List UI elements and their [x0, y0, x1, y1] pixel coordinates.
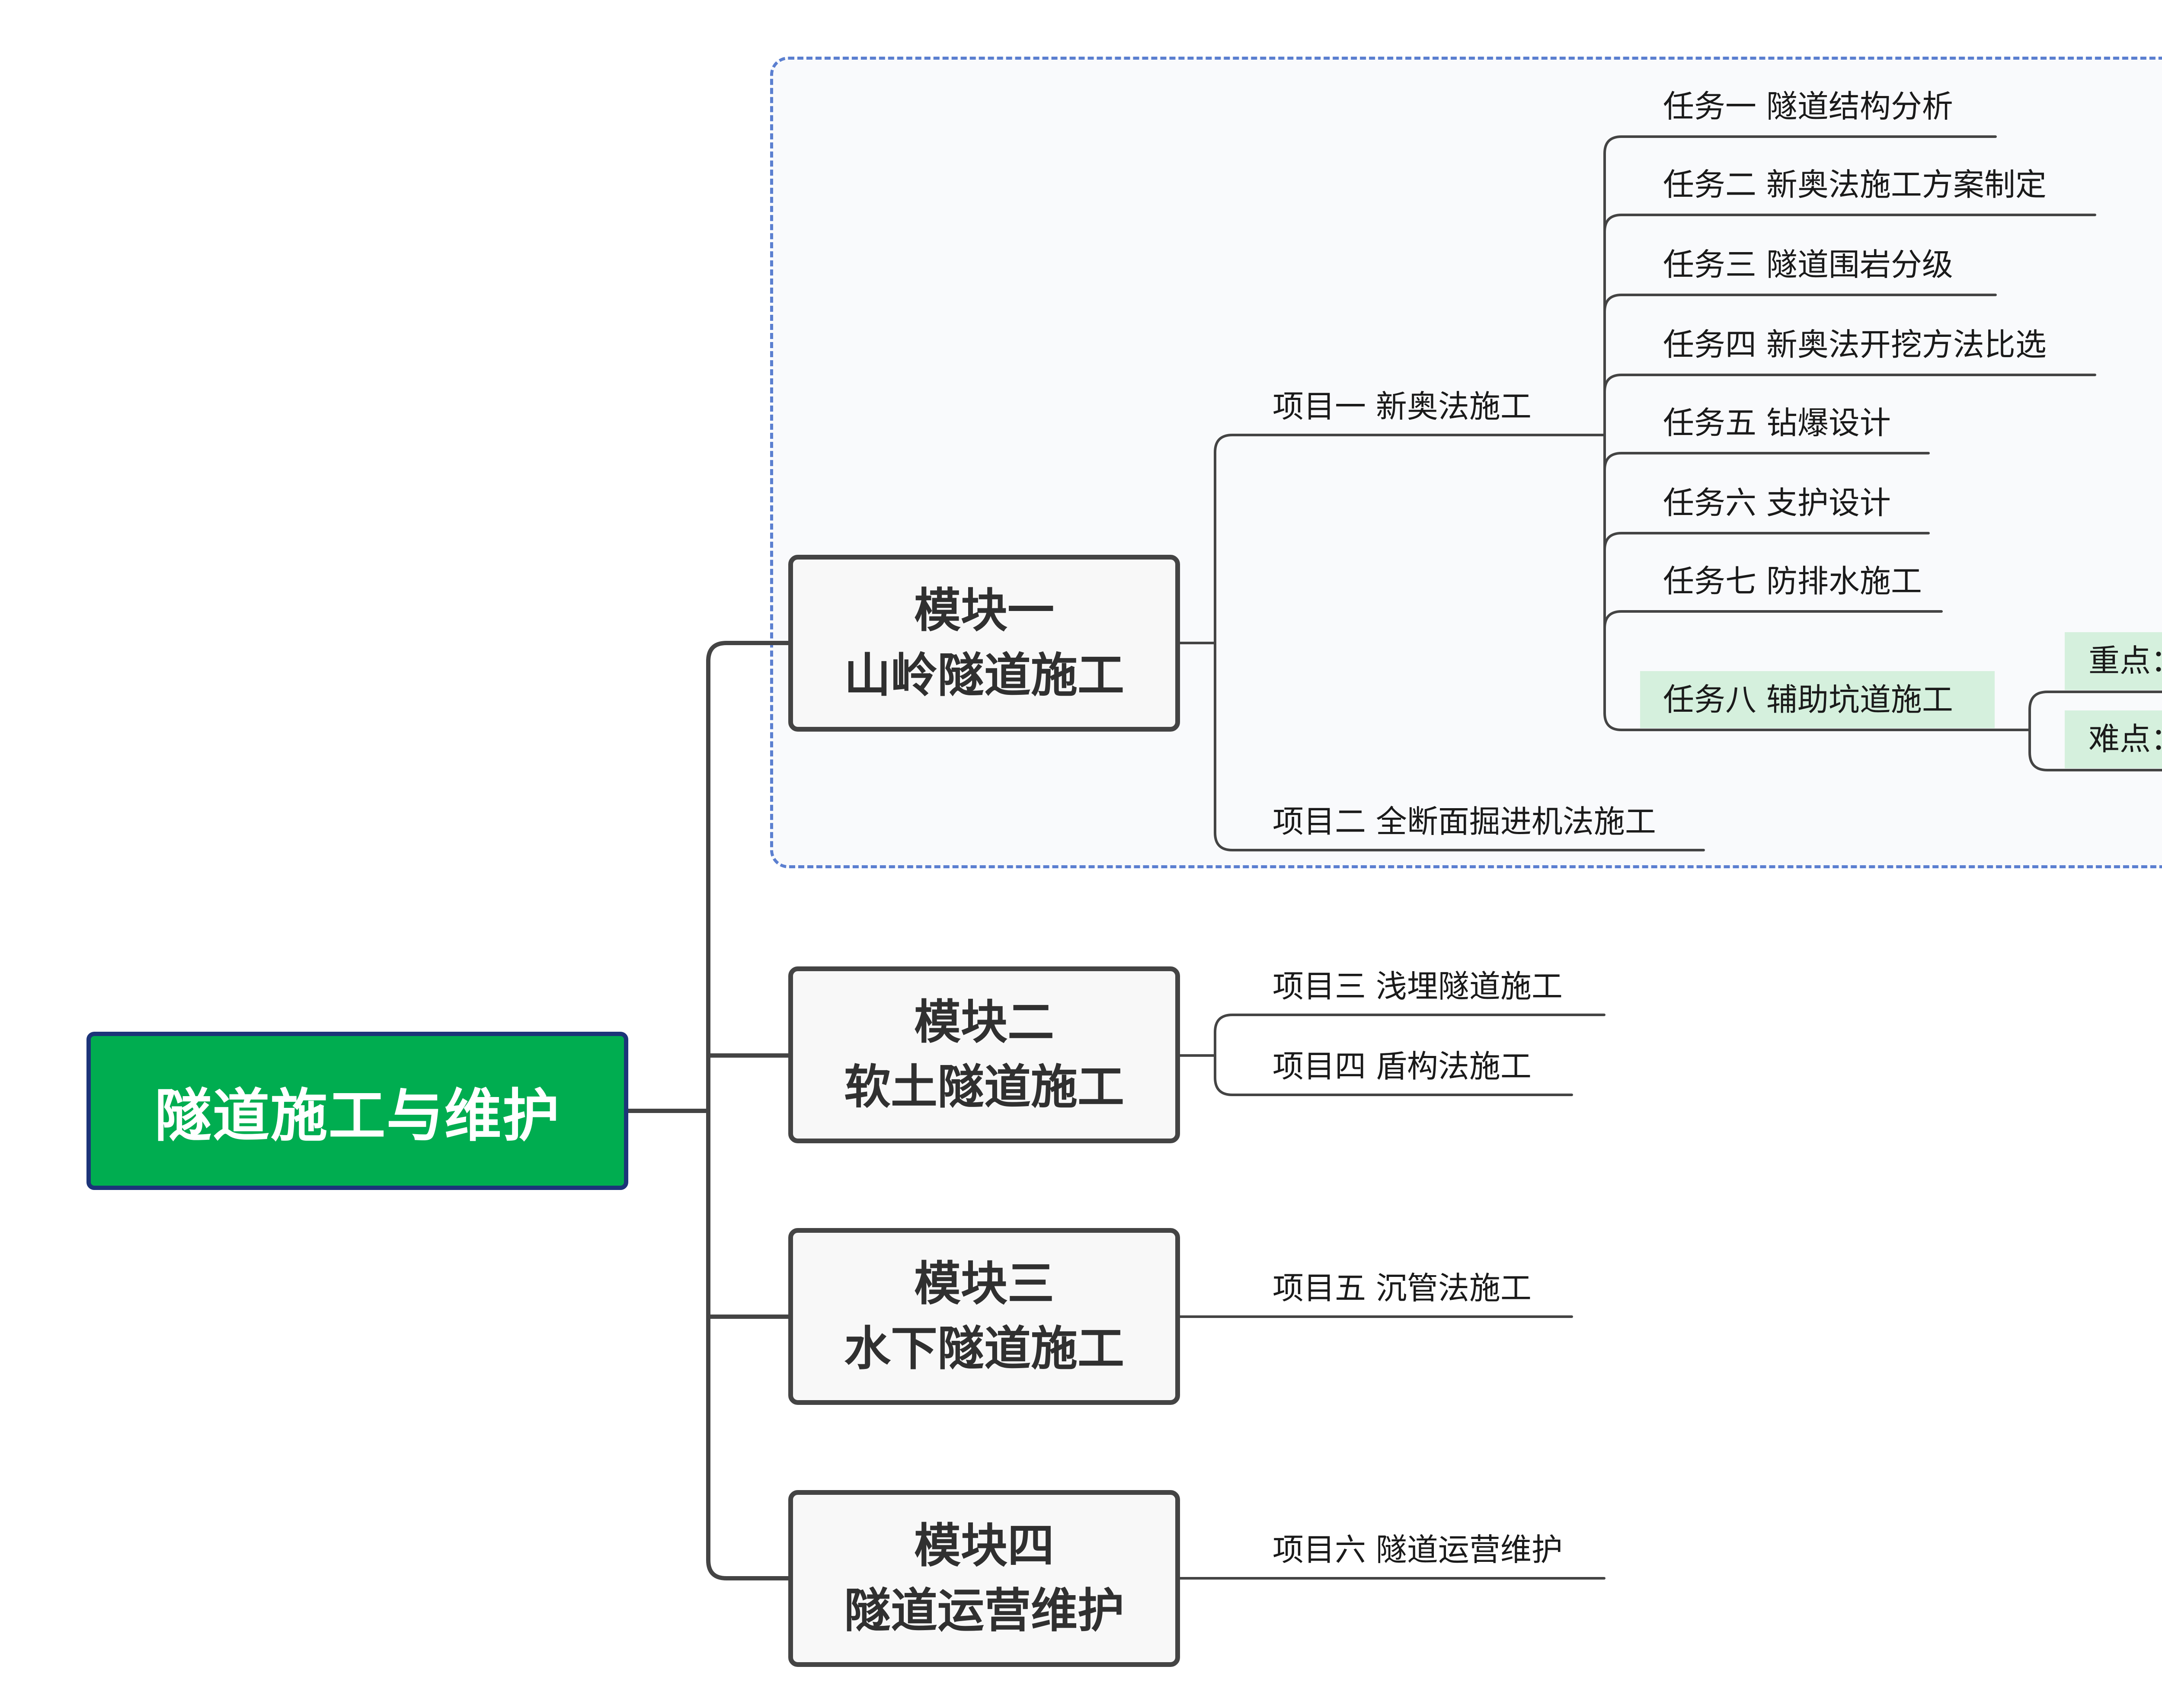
- task-underline-5: [1603, 452, 1930, 471]
- task-underline-6: [1603, 532, 1930, 551]
- module-two-project-branch: [1179, 1014, 1606, 1096]
- module-node-3[interactable]: 模块三 水下隧道施工: [788, 1228, 1180, 1405]
- project-branch-m1: [1214, 434, 1705, 851]
- root-node[interactable]: 隧道施工与维护: [86, 1032, 628, 1190]
- note-branch: [2028, 691, 2162, 771]
- task-node-4[interactable]: 任务四 新奥法开挖方法比选: [1663, 326, 2047, 363]
- task-node-8[interactable]: 任务八 辅助坑道施工: [1663, 681, 1953, 718]
- project-node-6[interactable]: 项目六 隧道运营维护: [1273, 1532, 1563, 1568]
- project-node-5[interactable]: 项目五 沉管法施工: [1273, 1270, 1532, 1306]
- difficulty-note[interactable]: 难点：辅助坑道的施工方案: [2088, 721, 2162, 757]
- task-underline-4: [1603, 374, 2096, 393]
- module-node-1[interactable]: 模块一 山岭隧道施工: [788, 555, 1180, 732]
- task-node-2[interactable]: 任务二 新奥法施工方案制定: [1663, 166, 2047, 203]
- project-node-3[interactable]: 项目三 浅埋隧道施工: [1273, 968, 1563, 1004]
- task-underline-3: [1603, 294, 1997, 313]
- task-underline-7: [1603, 610, 1943, 630]
- module-spine: [706, 641, 790, 1580]
- module-node-4[interactable]: 模块四 隧道运营维护: [788, 1490, 1180, 1667]
- module-one-boundary: [770, 57, 2162, 868]
- task-underline-1: [1603, 135, 1997, 731]
- task-underline-2: [1603, 214, 2096, 233]
- module-name: 模块二: [914, 995, 1054, 1049]
- module-node-2[interactable]: 模块二 软土隧道施工: [788, 966, 1180, 1143]
- project-node-1[interactable]: 项目一 新奥法施工: [1273, 388, 1532, 425]
- key-point-note[interactable]: 重点：辅助坑道的类型: [2088, 643, 2162, 679]
- task-node-3[interactable]: 任务三 隧道围岩分级: [1663, 246, 1953, 283]
- project-node-2[interactable]: 项目二 全断面掘进机法施工: [1273, 803, 1656, 840]
- task-node-5[interactable]: 任务五 钻爆设计: [1663, 405, 1891, 441]
- task-node-8-highlight: [1640, 671, 1995, 728]
- module-title: 山岭隧道施工: [844, 648, 1124, 703]
- root-title: 隧道施工与维护: [154, 1082, 560, 1149]
- task-node-6[interactable]: 任务六 支护设计: [1663, 485, 1891, 521]
- project-node-4[interactable]: 项目四 盾构法施工: [1273, 1048, 1532, 1084]
- module-name: 模块一: [914, 583, 1054, 638]
- module-title: 隧道运营维护: [844, 1583, 1124, 1638]
- task-node-1[interactable]: 任务一 隧道结构分析: [1663, 88, 1953, 125]
- difficulty-highlight: [2065, 710, 2162, 768]
- module-title: 软土隧道施工: [844, 1060, 1124, 1114]
- module-name: 模块三: [914, 1257, 1054, 1311]
- module-title: 水下隧道施工: [844, 1321, 1124, 1376]
- task-node-7[interactable]: 任务七 防排水施工: [1663, 563, 1922, 599]
- key-point-highlight: [2065, 632, 2162, 690]
- module-name: 模块四: [914, 1519, 1054, 1573]
